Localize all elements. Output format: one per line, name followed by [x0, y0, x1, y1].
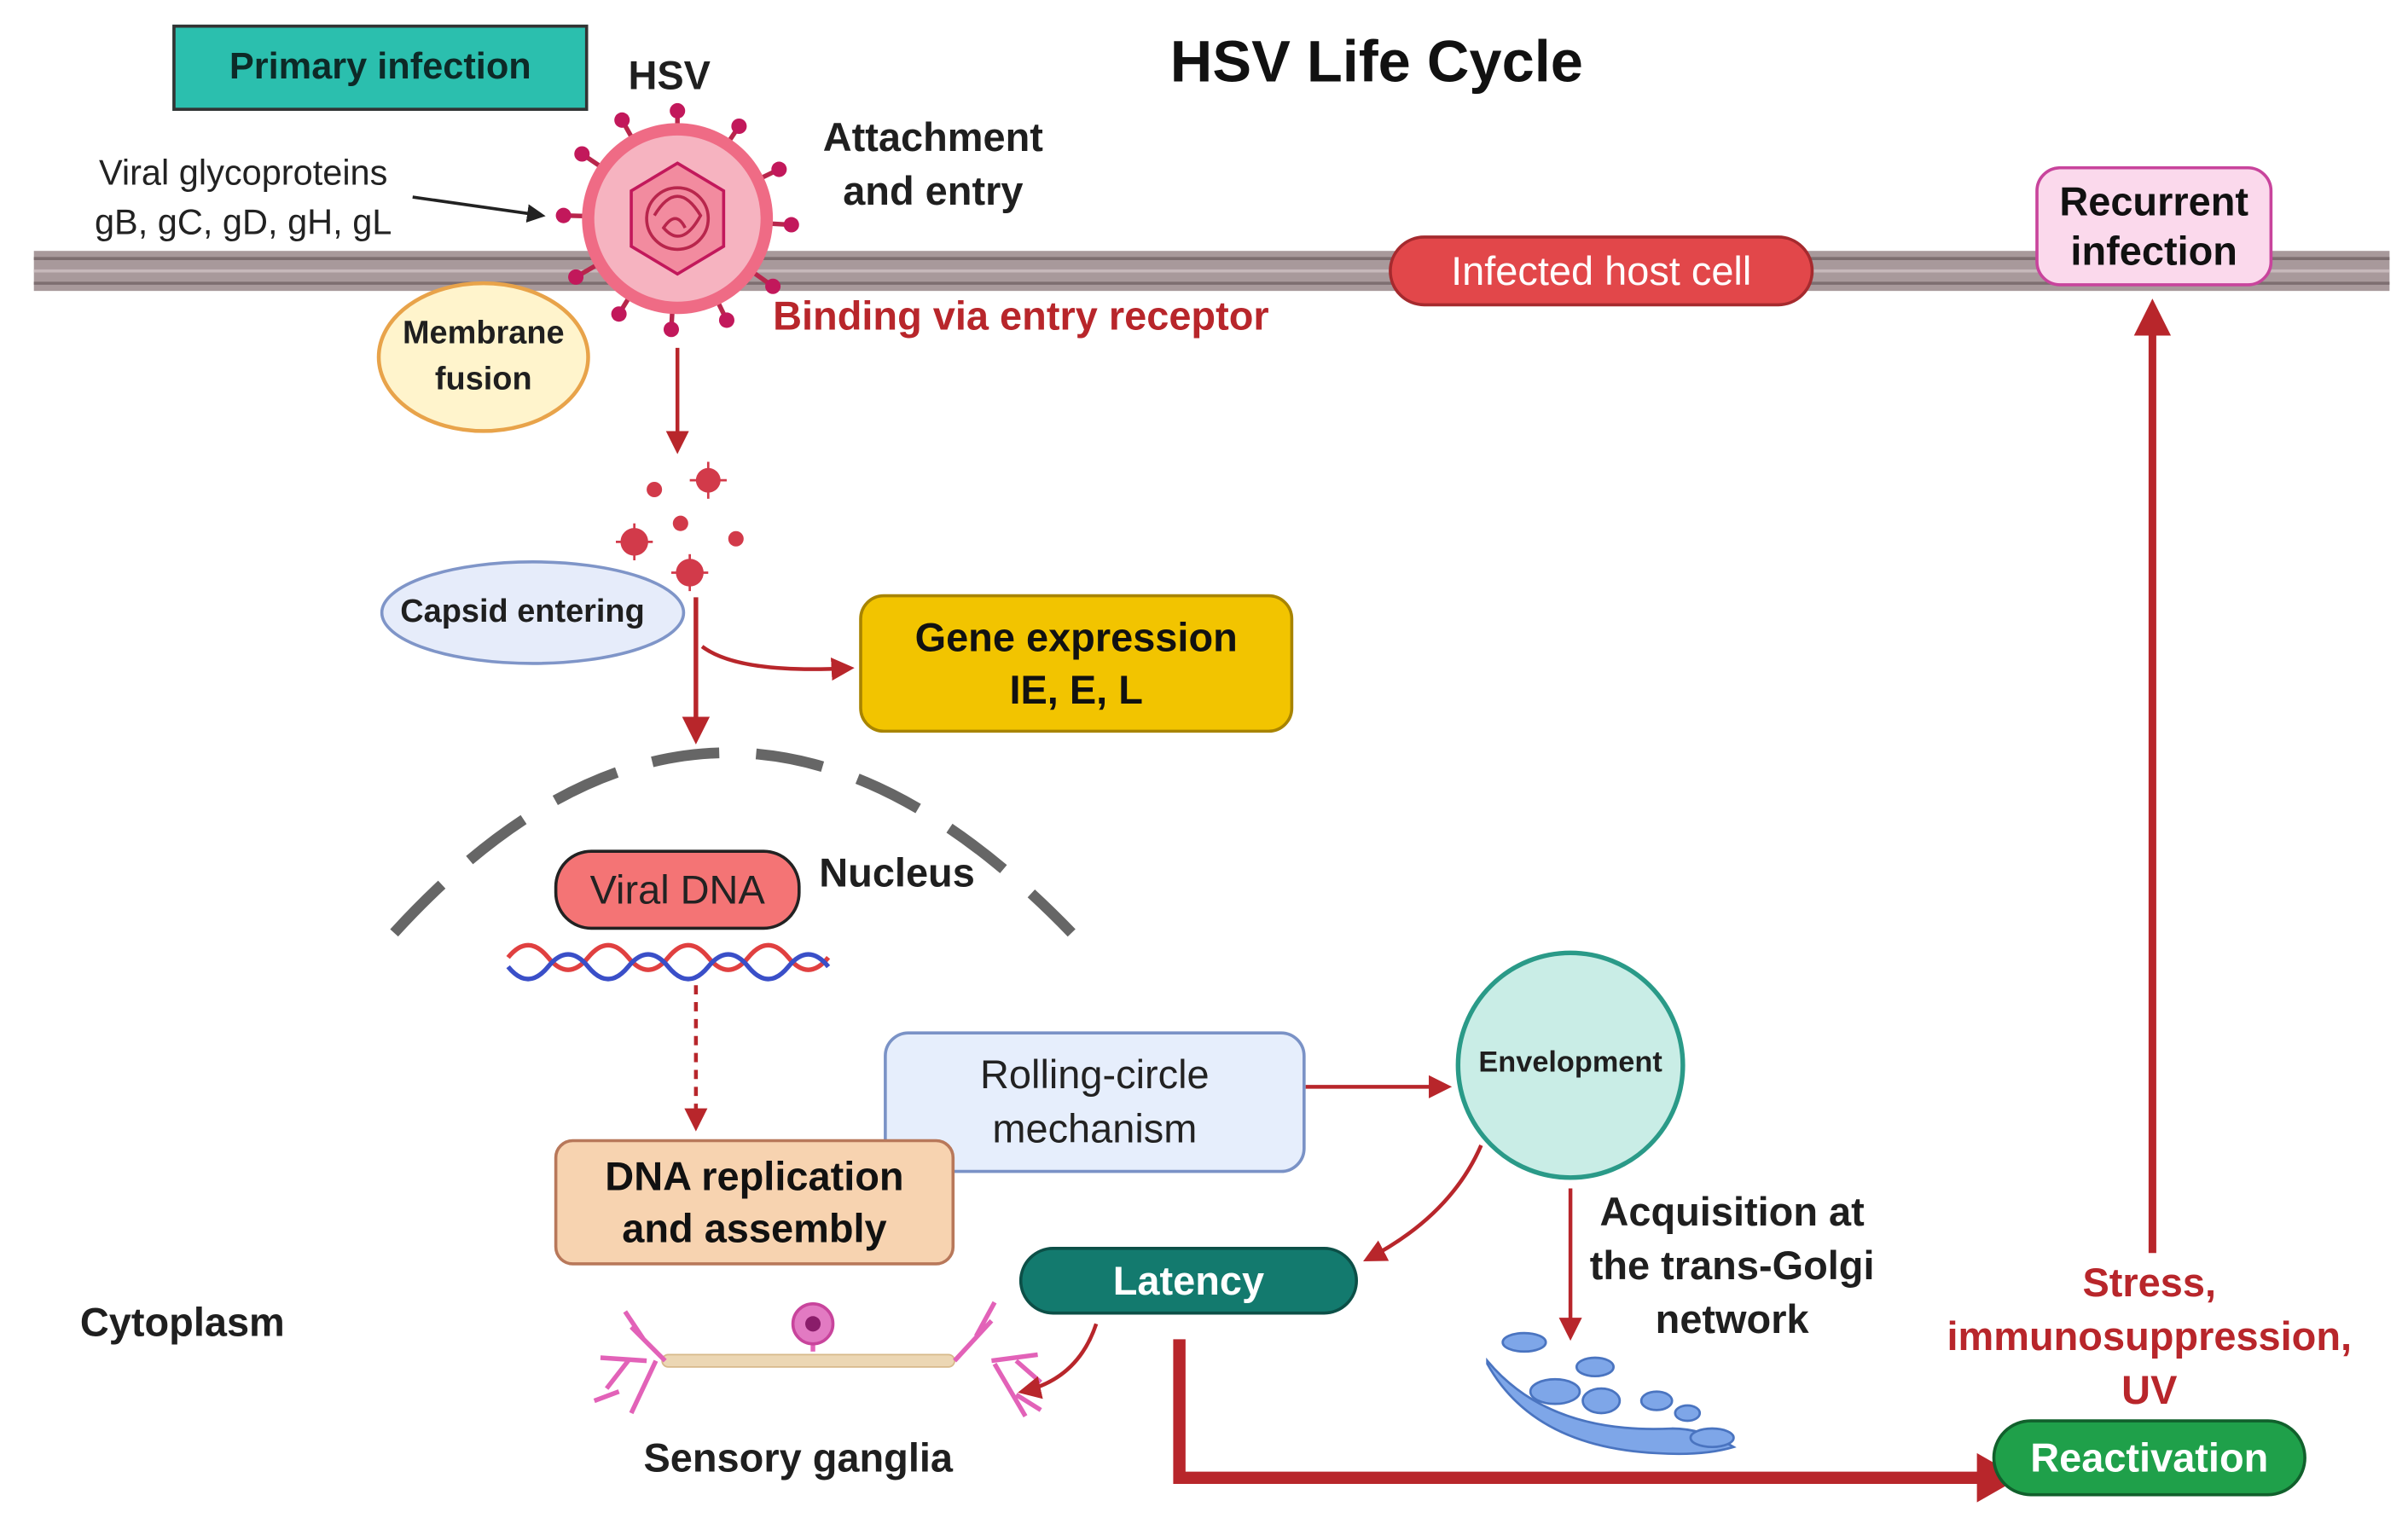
latency-arrow — [1363, 1144, 1483, 1261]
gene-line1: Gene expression — [914, 614, 1238, 661]
dna-helix-icon — [506, 942, 831, 982]
capsid-particles-icon — [615, 461, 744, 592]
attachment-label: Attachment and entry — [807, 111, 1059, 218]
capsid-entering-bubble — [380, 560, 686, 665]
stress-line2: immunosuppression, — [1947, 1312, 2353, 1359]
membrane-line1: Membrane — [402, 316, 565, 351]
gene-line2: IE, E, L — [1009, 666, 1143, 713]
acquisition-label: Acquisition at the trans-Golgi network — [1567, 1185, 1896, 1347]
rolling-line1: Rolling-circle — [980, 1051, 1210, 1098]
reactivation-arrow — [1173, 1339, 1983, 1485]
gene-expression-arrow — [700, 645, 855, 681]
attachment-line1: Attachment — [822, 113, 1043, 160]
membrane-line2: fusion — [434, 362, 532, 397]
dna-rep-line2: and assembly — [622, 1205, 887, 1252]
membrane-fusion-bubble — [376, 281, 590, 433]
golgi-apparatus-icon — [1486, 1331, 1737, 1456]
ganglia-arrow — [1018, 1323, 1099, 1399]
stress-line3: UV — [2121, 1366, 2178, 1413]
attachment-line2: and entry — [843, 167, 1024, 214]
envelopment-label: Envelopment — [1478, 1046, 1662, 1080]
dna-rep-line1: DNA replication — [605, 1152, 904, 1200]
capsid-entering-label: Capsid entering — [400, 594, 645, 630]
latency-label: Latency — [1018, 1247, 1359, 1315]
stress-line1: Stress, — [2082, 1259, 2217, 1306]
membrane-fusion-label: Membrane fusion — [379, 311, 588, 403]
cytoplasm-label: Cytoplasm — [79, 1299, 285, 1346]
recurrent-infection-label: Recurrent infection — [2035, 165, 2273, 287]
glycoproteins-line2: gB, gC, gD, gH, gL — [94, 201, 392, 242]
hsv-label: HSV — [628, 52, 711, 99]
stress-label: Stress, immunosuppression, UV — [1922, 1256, 2377, 1418]
nucleus-label: Nucleus — [819, 849, 975, 896]
viral-dna-label: Viral DNA — [554, 849, 801, 930]
nucleus-envelope — [390, 747, 1076, 937]
glycoprotein-pointer — [412, 195, 546, 223]
infected-host-cell-label: Infected host cell — [1389, 235, 1814, 307]
acq-line2: the trans-Golgi — [1589, 1242, 1875, 1289]
hsv-virus-icon — [555, 102, 799, 338]
binding-label: Binding via entry receptor — [773, 292, 1269, 339]
dna-replication-label: DNA replication and assembly — [554, 1139, 955, 1266]
rolling-line2: mechanism — [992, 1104, 1198, 1152]
diagram-title: HSV Life Cycle — [1169, 31, 1583, 96]
reactivation-label: Reactivation — [1992, 1419, 2306, 1497]
primary-infection-label: Primary infection — [172, 24, 589, 111]
envelopment-circle — [1455, 950, 1686, 1180]
sensory-ganglia-label: Sensory ganglia — [643, 1434, 954, 1481]
glycoproteins-label: Viral glycoproteins gB, gC, gD, gH, gL — [61, 148, 425, 246]
sensory-neuron-icon — [593, 1301, 1042, 1417]
acq-line1: Acquisition at — [1599, 1188, 1865, 1235]
rolling-circle-label: Rolling-circle mechanism — [884, 1031, 1306, 1173]
cell-membrane — [33, 251, 2390, 292]
gene-expression-label: Gene expression IE, E, L — [859, 594, 1294, 733]
acq-line3: network — [1655, 1295, 1809, 1342]
recurrent-line1: Recurrent — [2059, 178, 2249, 225]
glycoproteins-line1: Viral glycoproteins — [98, 152, 388, 193]
recurrent-line2: infection — [2070, 228, 2237, 275]
